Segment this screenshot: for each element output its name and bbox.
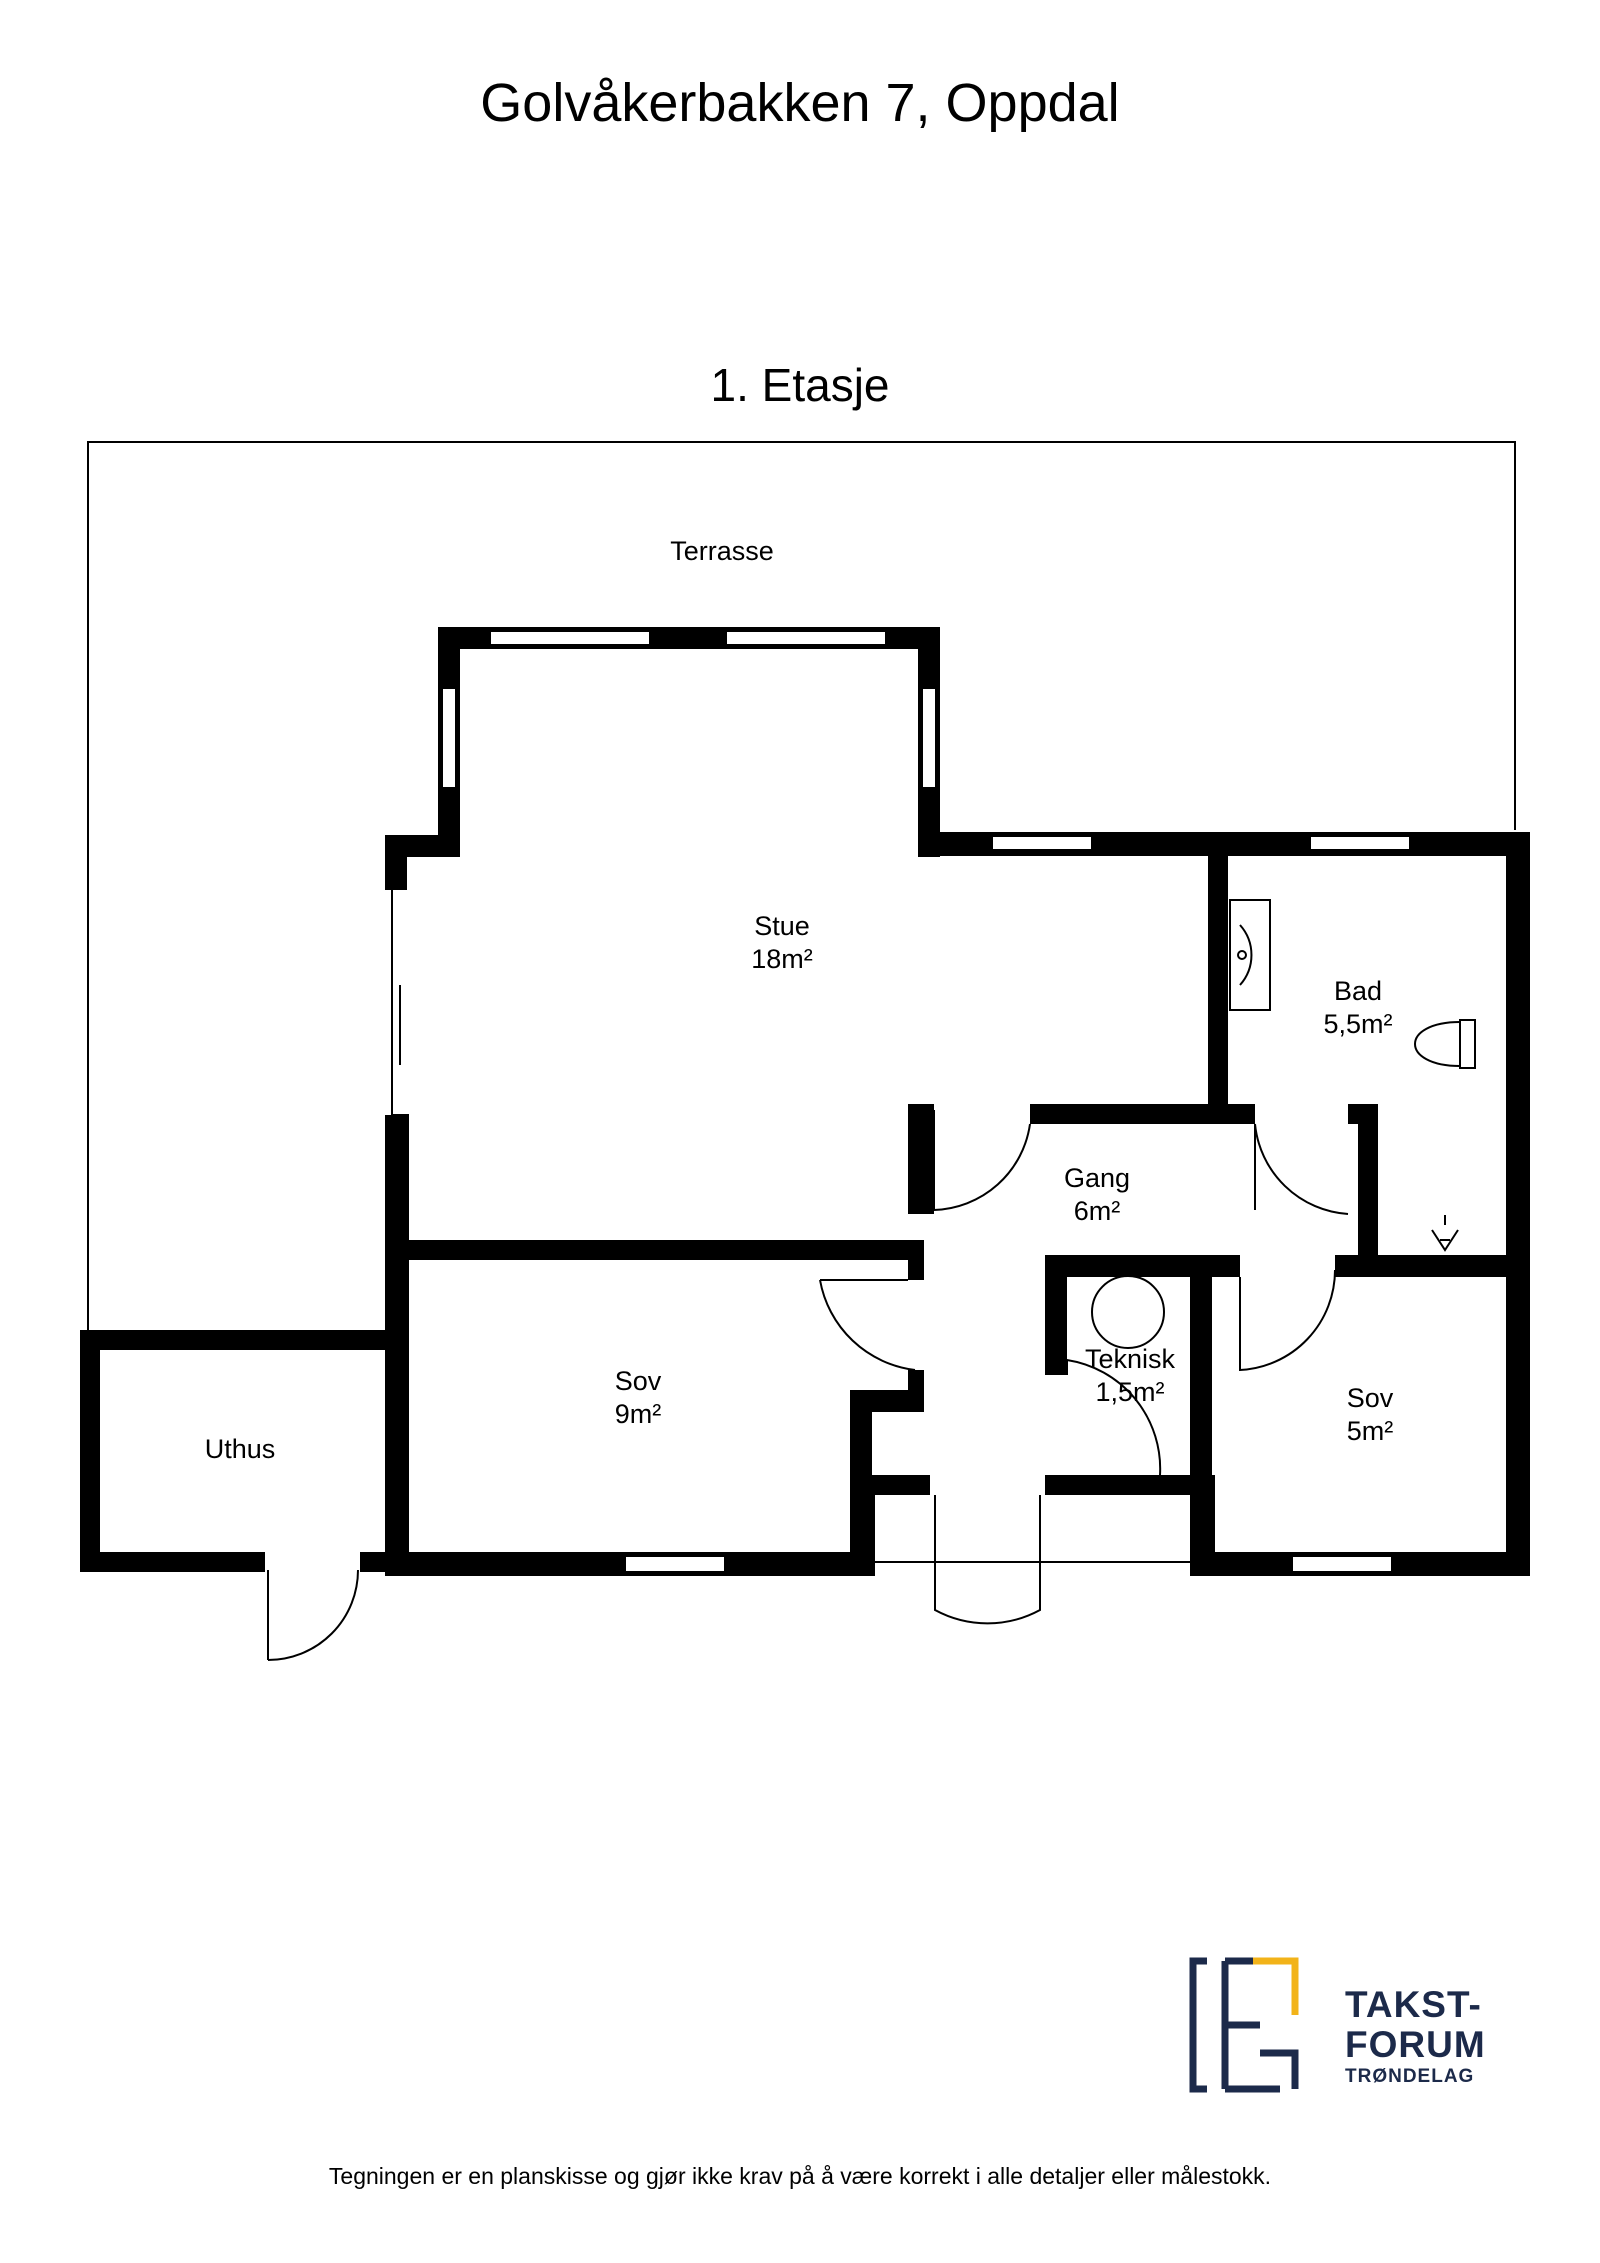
logo-wordmark: TAKST- FORUM TRØNDELAG [1345, 1985, 1486, 2089]
sliding-door [391, 890, 409, 1116]
room-bad-area: 5,5m² [1323, 1009, 1393, 1039]
room-gang: Gang 6m² [1064, 1162, 1130, 1228]
logo-line-1: TAKST- [1345, 1984, 1482, 2025]
room-uthus: Uthus [205, 1433, 276, 1466]
disclaimer: Tegningen er en planskisse og gjør ikke … [328, 2163, 1272, 2189]
room-sov-9-area: 9m² [614, 1399, 662, 1429]
room-bad-name: Bad [1333, 976, 1383, 1006]
room-uthus-name: Uthus [204, 1434, 276, 1464]
water-heater [1091, 1275, 1165, 1349]
windows [441, 630, 1411, 1573]
room-sov-5-area: 5m² [1346, 1416, 1394, 1446]
walls [80, 627, 1530, 1576]
bathroom-fixtures [1229, 899, 1476, 1252]
room-gang-area: 6m² [1073, 1196, 1121, 1226]
plan-title: Golvåkerbakken 7, Oppdal [480, 73, 1120, 133]
room-stue: Stue 18m² [751, 910, 813, 976]
room-teknisk-name: Teknisk [1084, 1344, 1176, 1374]
terrace-outline [87, 441, 1516, 1330]
floor-label: 1. Etasje [710, 359, 890, 411]
room-sov-9: Sov 9m² [615, 1365, 662, 1431]
doors [267, 1110, 1349, 1661]
logo-line-3: TRØNDELAG [1345, 2066, 1475, 2087]
room-teknisk-area: 1,5m² [1095, 1377, 1165, 1407]
room-bad: Bad 5,5m² [1323, 975, 1392, 1041]
room-terrasse-name: Terrasse [670, 536, 774, 566]
room-sov-5-name: Sov [1346, 1383, 1394, 1413]
room-teknisk: Teknisk 1,5m² [1085, 1343, 1175, 1409]
logo-line-2: FORUM [1345, 2024, 1486, 2065]
room-terrasse: Terrasse [670, 535, 774, 568]
room-gang-name: Gang [1063, 1163, 1131, 1193]
room-sov-9-name: Sov [614, 1366, 662, 1396]
room-sov-5: Sov 5m² [1347, 1382, 1394, 1448]
room-stue-name: Stue [754, 911, 810, 941]
room-stue-area: 18m² [751, 944, 813, 974]
takstforum-logo-icon [1189, 1957, 1299, 2093]
